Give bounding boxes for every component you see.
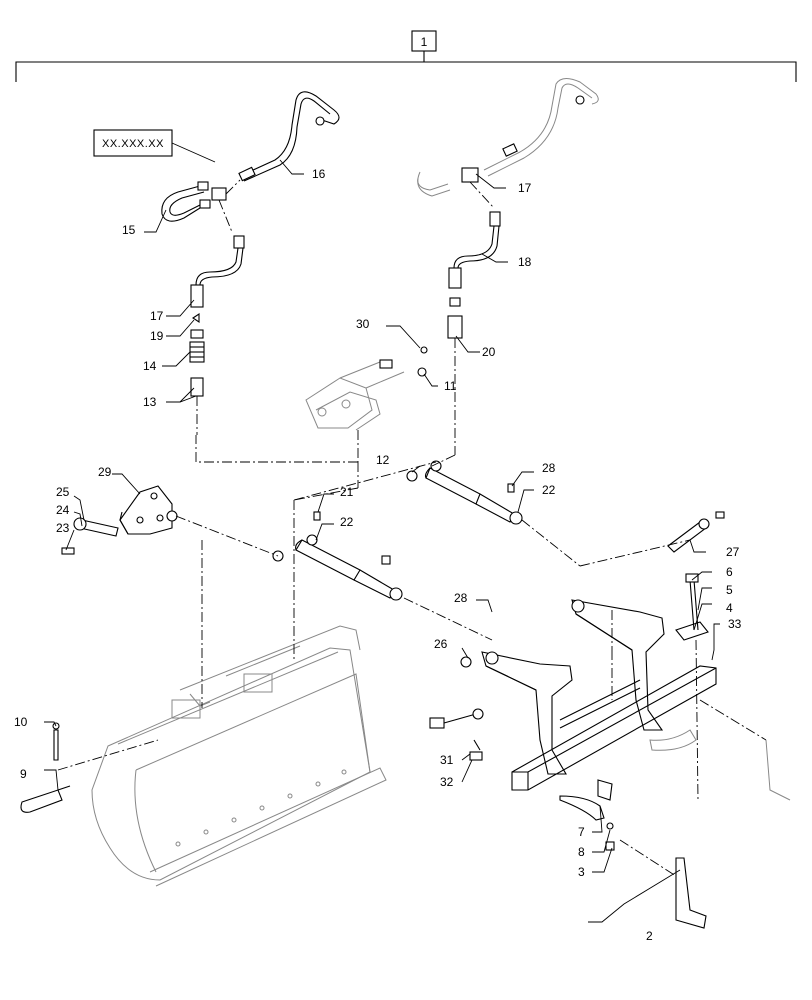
callout-11: 11 bbox=[444, 379, 457, 393]
assembly-item-number: 1 bbox=[421, 35, 428, 49]
bracket-29 bbox=[61, 485, 178, 555]
callout-14: 14 bbox=[143, 359, 157, 373]
callout-21: 21 bbox=[340, 485, 354, 499]
callout-7: 7 bbox=[578, 825, 585, 839]
cylinder-lower bbox=[272, 511, 403, 601]
left-hose-group bbox=[161, 91, 340, 435]
callout-6: 6 bbox=[726, 565, 733, 579]
callout-10: 10 bbox=[14, 715, 28, 729]
hitch-frame bbox=[429, 511, 791, 929]
callout-13: 13 bbox=[143, 395, 157, 409]
callout-5: 5 bbox=[726, 583, 733, 597]
callout-19: 19 bbox=[150, 329, 164, 343]
callout-labels: 2 3 4 5 6 7 8 9 10 11 12 13 14 15 16 17 … bbox=[14, 167, 742, 943]
callout-20: 20 bbox=[482, 345, 496, 359]
callout-24: 24 bbox=[56, 503, 70, 517]
bucket bbox=[91, 625, 387, 887]
callout-12: 12 bbox=[376, 453, 390, 467]
callout-26: 26 bbox=[434, 637, 448, 651]
callout-32: 32 bbox=[440, 775, 454, 789]
reference-box-text: XX.XXX.XX bbox=[102, 138, 164, 150]
assembly-bracket bbox=[15, 30, 797, 82]
assembly-lines bbox=[175, 454, 691, 708]
callout-28-right: 28 bbox=[542, 461, 556, 475]
reference-box bbox=[93, 129, 216, 163]
callout-31: 31 bbox=[440, 753, 454, 767]
callout-17-right: 17 bbox=[518, 181, 532, 195]
callout-17-left: 17 bbox=[150, 309, 164, 323]
callout-22-right: 22 bbox=[542, 483, 556, 497]
callout-8: 8 bbox=[578, 845, 585, 859]
callout-27: 27 bbox=[726, 545, 740, 559]
leader-lines bbox=[44, 159, 720, 923]
cylinder-upper bbox=[406, 460, 523, 525]
callout-18: 18 bbox=[518, 255, 532, 269]
right-hose-group bbox=[417, 78, 599, 455]
callout-3: 3 bbox=[578, 865, 585, 879]
callout-25: 25 bbox=[56, 485, 70, 499]
callout-15: 15 bbox=[122, 223, 136, 237]
callout-23: 23 bbox=[56, 521, 70, 535]
callout-30: 30 bbox=[356, 317, 370, 331]
callout-28-lower: 28 bbox=[454, 591, 468, 605]
callout-9: 9 bbox=[20, 767, 27, 781]
callout-29: 29 bbox=[98, 465, 112, 479]
callout-2: 2 bbox=[646, 929, 653, 943]
linkage-plates bbox=[195, 346, 428, 463]
callout-16: 16 bbox=[312, 167, 326, 181]
callout-22-left: 22 bbox=[340, 515, 354, 529]
callout-4: 4 bbox=[726, 601, 733, 615]
latch-pin bbox=[20, 722, 159, 813]
callout-33: 33 bbox=[728, 617, 742, 631]
